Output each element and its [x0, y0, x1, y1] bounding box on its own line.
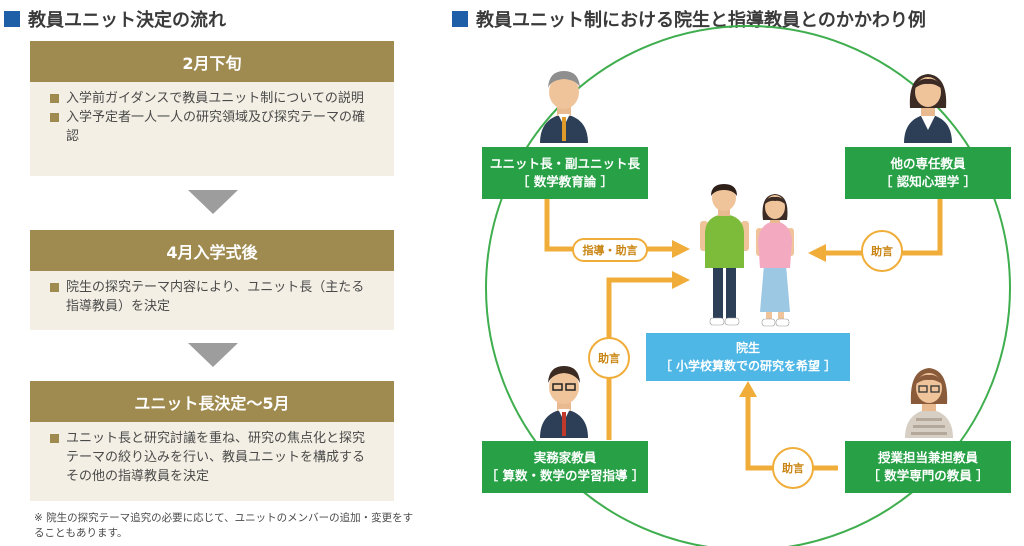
arrow-practitioner-to-student: [606, 277, 672, 440]
flow-heading-text: 教員ユニット決定の流れ: [28, 10, 226, 31]
down-arrow-icon: [188, 343, 238, 367]
phase-feb: 2月下旬 入学前ガイダンスで教員ユニット制についての説明 入学予定者一人一人の研…: [30, 41, 394, 176]
other-faculty-title: 他の専任教員: [890, 156, 966, 171]
practitioner-box: 実務家教員 ［ 算数・数学の学習指導 ］: [482, 441, 648, 493]
phase-april-label: 4月入学式後: [30, 230, 394, 271]
practitioner-field: ［ 算数・数学の学習指導 ］: [485, 468, 645, 483]
heading-square-icon: [4, 11, 20, 27]
female-student-avatar-icon: [756, 194, 794, 327]
adjunct-title: 授業担当兼担教員: [877, 450, 978, 465]
relation-heading-text: 教員ユニット制における院生と指導教員とのかかわり例: [476, 10, 926, 31]
adjunct-box: 授業担当兼担教員 ［ 数学専門の教員 ］: [845, 441, 1011, 493]
other-faculty-field: ［ 認知心理学 ］: [879, 174, 977, 189]
advice-tag-adjunct: 助言: [772, 447, 814, 489]
flow-heading: 教員ユニット決定の流れ: [4, 6, 226, 32]
practitioner-title: 実務家教員: [533, 450, 597, 465]
phase-may-item: ユニット長と研究討議を重ね、研究の焦点化と探究テーマの絞り込みを行い、教員ユニッ…: [50, 429, 376, 486]
phase-feb-item: 入学予定者一人一人の研究領域及び探究テーマの確認: [50, 108, 376, 146]
footnote: ※ 院生の探究テーマ追究の必要に応じて、ユニットのメンバーの追加・変更をすること…: [34, 512, 414, 539]
adjunct-avatar-icon: [905, 368, 953, 438]
student-box: 院生 ［ 小学校算数での研究を希望 ］: [646, 333, 850, 381]
down-arrow-icon: [188, 190, 238, 214]
relation-heading: 教員ユニット制における院生と指導教員とのかかわり例: [452, 6, 926, 32]
advice-tag-practitioner: 助言: [588, 337, 630, 379]
phase-feb-label: 2月下旬: [30, 41, 394, 82]
other-faculty-avatar-icon: [904, 74, 952, 143]
student-field: ［ 小学校算数での研究を希望 ］: [659, 359, 837, 373]
unit-head-field: ［ 数学教育論 ］: [516, 174, 614, 189]
adjunct-field: ［ 数学専門の教員 ］: [867, 468, 989, 483]
guidance-tag: 指導・助言: [572, 238, 648, 262]
phase-april-item: 院生の探究テーマ内容により、ユニット長（主たる指導教員）を決定: [50, 278, 376, 316]
unit-head-title: ユニット長・副ユニット長: [489, 156, 640, 171]
phase-april: 4月入学式後 院生の探究テーマ内容により、ユニット長（主たる指導教員）を決定: [30, 230, 394, 330]
other-faculty-box: 他の専任教員 ［ 認知心理学 ］: [845, 147, 1011, 199]
phase-may: ユニット長決定〜5月 ユニット長と研究討議を重ね、研究の焦点化と探究テーマの絞り…: [30, 381, 394, 501]
unit-head-avatar-icon: [540, 71, 588, 143]
phase-feb-item: 入学前ガイダンスで教員ユニット制についての説明: [50, 89, 376, 108]
unit-head-box: ユニット長・副ユニット長 ［ 数学教育論 ］: [482, 147, 648, 199]
male-student-avatar-icon: [700, 184, 749, 326]
phase-may-label: ユニット長決定〜5月: [30, 381, 394, 422]
practitioner-avatar-icon: [540, 366, 588, 438]
student-title: 院生: [735, 341, 760, 355]
heading-square-icon: [452, 11, 468, 27]
unit-circle: [485, 25, 1011, 546]
advice-tag-other: 助言: [861, 230, 903, 272]
